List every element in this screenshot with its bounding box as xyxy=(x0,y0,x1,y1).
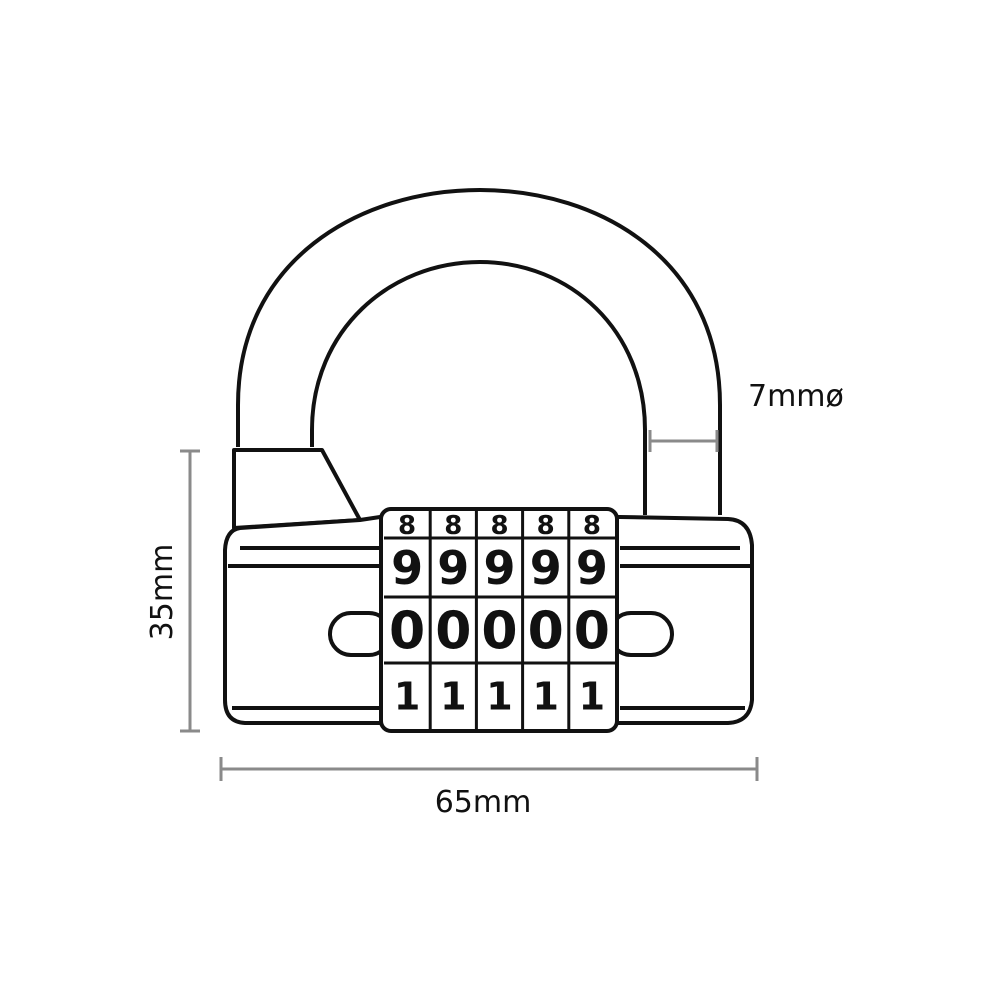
dial-digit: 0 xyxy=(481,602,517,662)
shackle xyxy=(236,188,722,515)
dial-digit: 0 xyxy=(574,602,610,662)
dial-digit: 1 xyxy=(440,675,466,719)
dial-digit: 8 xyxy=(398,511,416,541)
slot-right xyxy=(608,611,674,657)
height-dimension xyxy=(180,449,200,733)
dial-digit: 8 xyxy=(583,511,601,541)
shackle-diameter-dimension xyxy=(648,430,719,452)
dial-digit: 0 xyxy=(389,602,425,662)
dial-digit: 0 xyxy=(528,602,564,662)
shackle-collar xyxy=(232,448,362,530)
width-dimension xyxy=(219,757,759,781)
dial-digit: 8 xyxy=(490,511,508,541)
shackle-inner xyxy=(310,260,647,515)
dial-digit: 9 xyxy=(576,541,608,595)
dial-digit: 1 xyxy=(486,675,512,719)
dial-digit: 1 xyxy=(532,675,558,719)
dial-digit: 9 xyxy=(483,541,515,595)
dial-digit: 8 xyxy=(537,511,555,541)
height-dimension-label: 35mm xyxy=(145,544,180,641)
dial-digit: 0 xyxy=(435,602,471,662)
dial-housing xyxy=(379,507,619,733)
dial-digit: 8 xyxy=(444,511,462,541)
dial-digit: 9 xyxy=(437,541,469,595)
dial-grid xyxy=(384,511,615,729)
dial-digit: 1 xyxy=(579,675,605,719)
shackle-diameter-label: 7mmø xyxy=(748,379,844,414)
dial-digit: 1 xyxy=(394,675,420,719)
width-dimension-label: 65mm xyxy=(435,785,532,820)
dial-digit: 9 xyxy=(530,541,562,595)
shackle-outer xyxy=(236,188,722,515)
dial-digit: 9 xyxy=(391,541,423,595)
